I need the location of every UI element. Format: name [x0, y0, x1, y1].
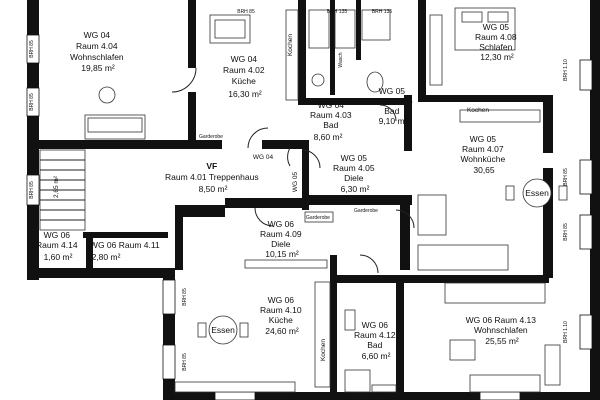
sill-height-label: BRH 85: [563, 223, 569, 241]
interior-walls: [37, 0, 553, 400]
room-4-14-label: WG 06 Raum 4.14 1,60 m²: [36, 230, 80, 262]
room-4-08-label: WG 05 Raum 4.08 Schlafen 12,30 m²: [475, 22, 519, 62]
sill-height-label: BRH 1.10: [563, 321, 569, 343]
sill-height-label: BRH 85: [29, 40, 35, 58]
room-4-10-label: WG 06 Raum 4.10 Küche 24,60 m²: [260, 295, 304, 336]
dining-label: Essen: [211, 325, 235, 335]
sill-height-label: BRH 85: [29, 181, 35, 199]
room-4-02-label: WG 04 Raum 4.02 Küche 16,30 m²: [223, 54, 267, 99]
sill-height-label: BRH 135: [372, 9, 393, 15]
washer-label: Wasch: [376, 392, 391, 398]
kitchen-label: Kochen: [287, 34, 294, 56]
room-4-11-label: WG 06 Raum 4.11 2,80 m²: [90, 240, 162, 262]
kitchen-label: Kochen: [467, 107, 489, 114]
sill-height-label: BRH 85: [563, 168, 569, 186]
door-tag-wg06: WG 06: [254, 199, 275, 206]
room-4-07-label: WG 05 Raum 4.07 Wohnküche 30,65: [460, 134, 507, 175]
washer-label: Wasch: [338, 52, 344, 67]
sill-height-label: BRH 85: [182, 353, 188, 371]
room-4-13-label: WG 06 Raum 4.13 Wohnschlafen 25,55 m²: [466, 315, 539, 346]
dimension-label: 2,65 m²: [53, 175, 60, 198]
sill-height-label: BRH 1.10: [563, 59, 569, 81]
room-labels: WG 04 Raum 4.04 Wohnschlafen 19,85 m² WG…: [36, 22, 539, 361]
kitchen-label: Kochen: [320, 339, 327, 361]
sill-height-label: BRH 85: [29, 93, 35, 111]
annotations: WG 04 WG 05 WG 06 Kochen Kochen Kochen E…: [29, 9, 569, 398]
room-4-01-label: VF Raum 4.01 Treppenhaus 8,50 m²: [165, 161, 261, 194]
room-4-06-label: WG 05 Raum 4.06 Bad 9,10 m²: [371, 86, 415, 126]
room-4-05-label: WG 05 Raum 4.05 Diele 6,30 m²: [333, 153, 377, 194]
sill-height-label: BRH 135: [327, 9, 348, 15]
door-tag-wg04: WG 04: [253, 154, 274, 161]
furniture: [39, 7, 568, 393]
windows: [26, 34, 593, 400]
door-tag-wg05: WG 05: [292, 172, 299, 193]
wardrobe-label: Garderobe: [199, 134, 223, 140]
room-4-12-label: WG 06 Raum 4.12 Bad 6,60 m²: [354, 320, 398, 361]
sill-height-label: BRH 85: [182, 288, 188, 306]
wardrobe-label: Garderobe: [354, 208, 378, 214]
room-4-03-label: WG 04 Raum 4.03 Bad 8,60 m²: [310, 100, 354, 142]
room-4-04-label: WG 04 Raum 4.04 Wohnschlafen 19,85 m²: [70, 30, 126, 73]
room-4-09-label: WG 06 Raum 4.09 Diele 10,15 m²: [260, 219, 304, 259]
dining-label: Essen: [525, 188, 549, 198]
wardrobe-label: Garderobe: [306, 215, 330, 221]
sill-height-label: BRH 85: [237, 9, 255, 15]
